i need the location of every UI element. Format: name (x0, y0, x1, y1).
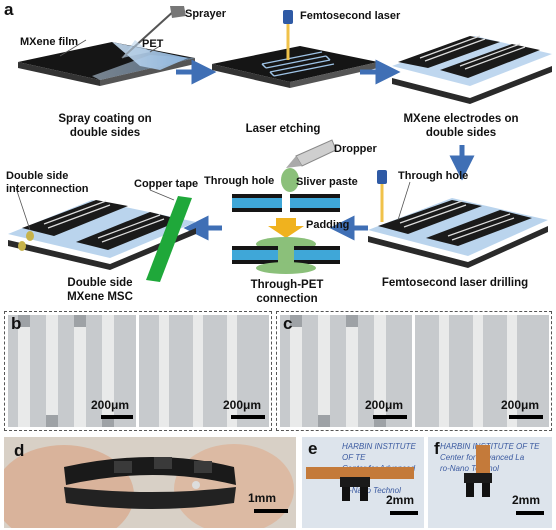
scale-bar-b-right (231, 415, 265, 419)
micrograph-b-right (139, 315, 269, 427)
micrograph-c-right (415, 315, 549, 427)
panel-d-photo: d 1mm (4, 437, 296, 528)
label-dropper: Dropper (334, 143, 377, 155)
scale-f: 2mm (512, 493, 541, 507)
scale-c-left: 200μm (365, 398, 404, 412)
label-through-hole-right: Through hole (398, 170, 469, 182)
scale-bar-c-right (509, 415, 543, 419)
label-through-hole-mid: Through hole (204, 175, 275, 187)
panel-letter-d: d (14, 441, 25, 460)
step-double-msc (8, 196, 196, 282)
caption-laser-etch: Laser etching (245, 123, 321, 135)
step-drilling (368, 170, 548, 268)
scale-b-right: 200μm (223, 398, 262, 412)
panel-letter-b: b (11, 314, 22, 333)
panel-f-bg-text-3: ro-Nano Technol (440, 464, 499, 473)
step-electrodes (392, 35, 552, 104)
panel-letter-e: e (308, 439, 318, 458)
label-pet: PET (142, 38, 164, 50)
caption-through-pet: Through-PET connection (250, 279, 324, 305)
label-mxene-film: MXene film (20, 36, 79, 48)
label-padding: Padding (306, 219, 350, 231)
step-through-pet (232, 139, 340, 274)
step-laser-etch (212, 10, 378, 88)
micrograph-c-left (280, 315, 412, 427)
panel-letter-a: a (4, 0, 14, 19)
panel-b: b 200μm 200μm (4, 311, 272, 431)
panel-e-bg-text-1: HARBIN INSTITUTE OF TE (342, 442, 416, 462)
label-fs-laser-top: Femtosecond laser (300, 10, 401, 22)
label-sprayer: Sprayer (185, 8, 226, 20)
scale-bar-c-left (373, 415, 407, 419)
scale-bar-b-left (101, 415, 133, 419)
panel-f-photo: HARBIN INSTITUTE OF TE Center for Advanc… (428, 437, 552, 528)
label-copper-tape: Copper tape (134, 178, 199, 190)
scale-b-left: 200μm (91, 398, 130, 412)
label-sliver-paste: Sliver paste (296, 176, 358, 188)
caption-spray: Spray coating on double sides (58, 113, 152, 139)
panel-c: c 200μm 200μm (276, 311, 552, 431)
scale-bar-f (516, 511, 544, 515)
label-double-side-interconnection: Double side interconnection (6, 170, 89, 195)
scale-c-right: 200μm (501, 398, 540, 412)
caption-electrodes: MXene electrodes on double sides (403, 113, 519, 139)
caption-msc: Double side MXene MSC (67, 277, 133, 303)
micrograph-b-left (8, 315, 136, 427)
caption-drilling: Femtosecond laser drilling (381, 277, 529, 289)
scale-e: 2mm (386, 493, 415, 507)
scale-d: 1mm (248, 491, 277, 505)
scale-bar-e (390, 511, 418, 515)
scale-bar-d (254, 509, 288, 513)
panel-e-photo: HARBIN INSTITUTE OF TE Center for Advanc… (302, 437, 424, 528)
panel-letter-f: f (434, 439, 440, 458)
panel-letter-c: c (283, 314, 293, 333)
panel-a-illustration (8, 6, 552, 282)
panel-e-bg-text-3: ro-Nano Technol (342, 486, 401, 495)
